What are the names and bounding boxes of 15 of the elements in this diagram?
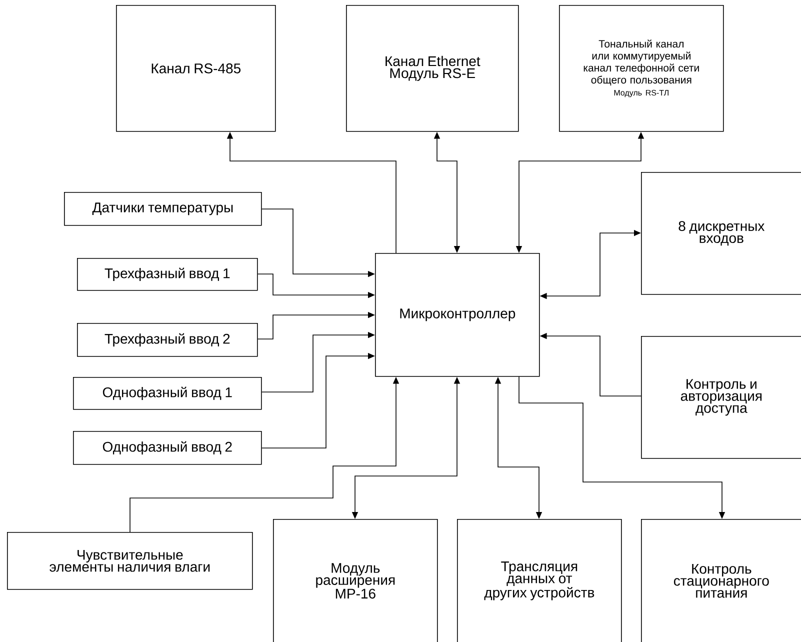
- block-box: Трансляция данных от других устройств: [457, 519, 622, 642]
- block-box: Трехфазный ввод 1: [77, 258, 258, 291]
- block-box: Контроль стационарного питания: [641, 519, 801, 642]
- block-box: Тональный канал или коммутируемый канал телефонной сети общего пользования Модуль RS-ТЛ: [559, 5, 724, 132]
- block-box: Канал Ethernet Модуль RS-E: [346, 5, 519, 132]
- block-box: Модуль расширения МР-16: [273, 519, 438, 642]
- block-box: Датчики температуры: [64, 192, 262, 226]
- block-box: 8 дискретных входов: [641, 172, 801, 295]
- block-box: Микроконтроллер: [375, 253, 540, 377]
- block-box: Однофазный ввод 1: [73, 377, 262, 410]
- block-box: Однофазный ввод 2: [73, 431, 262, 465]
- block-box: Трехфазный ввод 2: [77, 323, 258, 357]
- block-box: Контроль и авторизация доступа: [641, 336, 801, 459]
- block-box: Чувствительные элементы наличия влаги: [7, 532, 253, 590]
- block-box: Канал RS-485: [116, 5, 276, 132]
